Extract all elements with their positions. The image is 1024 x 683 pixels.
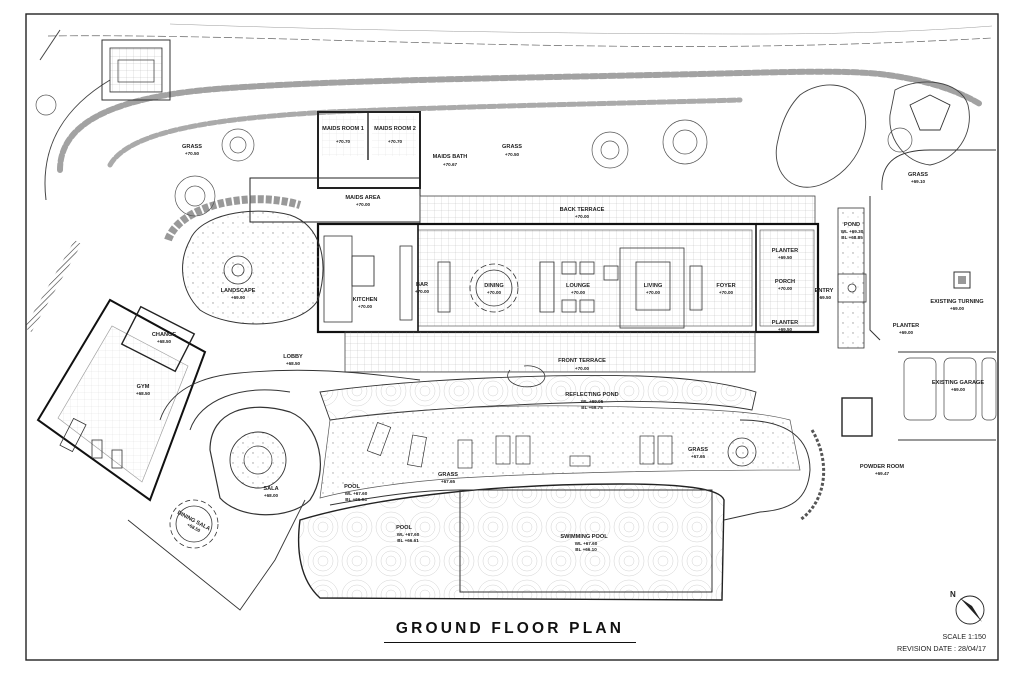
level-front-terrace: +70.00 bbox=[575, 366, 590, 371]
level-planter-top: +69.50 bbox=[778, 255, 793, 260]
level-gym: +68.50 bbox=[136, 391, 151, 396]
level-kitchen: +70.00 bbox=[358, 304, 373, 309]
label-reflecting-pond: REFLECTING POND bbox=[565, 392, 618, 398]
label-maids-room-1: MAIDS ROOM 1 bbox=[322, 126, 364, 132]
label-landscape: LANDSCAPE bbox=[221, 288, 256, 294]
level-grass-nw: +70.50 bbox=[185, 151, 200, 156]
level-dining-sala: +68.50 bbox=[186, 522, 201, 533]
level-foyer: +70.00 bbox=[719, 290, 734, 295]
label-grass-n: GRASS bbox=[502, 144, 522, 150]
sala-pavilion bbox=[189, 389, 321, 516]
label-pond: POND bbox=[844, 222, 860, 228]
garden-fountain bbox=[727, 437, 757, 467]
level-bar: +70.00 bbox=[415, 289, 430, 294]
north-label: N bbox=[950, 590, 956, 599]
label-maids-bath: MAIDS BATH bbox=[433, 154, 468, 160]
label-existing-turning: EXISTING TURNING bbox=[930, 299, 983, 305]
level-landscape: +69.90 bbox=[231, 295, 246, 300]
pool-upper-water-level: WL +67.60 bbox=[345, 491, 368, 496]
level-entry: +69.50 bbox=[817, 295, 832, 300]
north-arrow-icon bbox=[955, 595, 985, 625]
level-planter-east: +69.00 bbox=[899, 330, 914, 335]
reflecting-pond-water-level: WL +69.95 bbox=[581, 399, 604, 404]
swimming-pool-bottom-level: BL +66.10 bbox=[575, 547, 597, 552]
landscape-courtyard bbox=[164, 195, 324, 325]
level-back-terrace: +70.00 bbox=[575, 214, 590, 219]
level-planter-bottom: +69.50 bbox=[778, 327, 793, 332]
level-maids-bath: +70.67 bbox=[443, 162, 458, 167]
label-swimming-pool: SWIMMING POOL bbox=[560, 534, 608, 540]
swimming-pool bbox=[297, 419, 826, 601]
main-house bbox=[249, 111, 820, 373]
label-change: CHANGE bbox=[152, 332, 177, 338]
label-planter-top: PLANTER bbox=[772, 248, 798, 254]
drawing-border bbox=[25, 13, 999, 661]
label-bar: BAR bbox=[416, 282, 428, 288]
label-foyer: FOYER bbox=[716, 283, 735, 289]
level-existing-garage: +69.00 bbox=[951, 387, 966, 392]
label-gym: GYM bbox=[137, 384, 150, 390]
label-front-terrace: FRONT TERRACE bbox=[558, 358, 606, 364]
level-grass-ne: +69.10 bbox=[911, 179, 926, 184]
label-sala: SALA bbox=[263, 486, 278, 492]
lounge-furniture bbox=[539, 261, 595, 313]
level-maids-room-2: +70.70 bbox=[388, 139, 403, 144]
level-living: +70.00 bbox=[646, 290, 661, 295]
label-back-terrace: BACK TERRACE bbox=[560, 207, 605, 213]
pool-lower-water-level: WL +67.60 bbox=[397, 532, 420, 537]
level-lobby: +68.50 bbox=[286, 361, 301, 366]
level-change: +68.50 bbox=[157, 339, 172, 344]
dining-table bbox=[437, 261, 519, 313]
label-grass-se: GRASS bbox=[688, 447, 708, 453]
label-living: LIVING bbox=[644, 283, 663, 289]
room-labels: GRASS +70.50 GRASS +70.50 GRASS +69.10 M… bbox=[136, 126, 984, 552]
gym-building bbox=[36, 298, 207, 502]
label-pool-lower: POOL bbox=[396, 525, 412, 531]
label-existing-garage: EXISTING GARAGE bbox=[932, 380, 984, 386]
level-porch: +70.00 bbox=[778, 286, 793, 291]
swimming-pool-water-level: WL +67.60 bbox=[575, 541, 598, 546]
label-planter-east: PLANTER bbox=[893, 323, 919, 329]
drawing-scale: SCALE 1:150 bbox=[942, 632, 986, 641]
label-maids-area: MAIDS AREA bbox=[345, 195, 380, 201]
label-entry: ENTRY bbox=[815, 288, 834, 294]
sun-loungers bbox=[366, 422, 673, 469]
label-grass-pool: GRASS bbox=[438, 472, 458, 478]
label-grass-ne: GRASS bbox=[908, 172, 928, 178]
label-powder-room: POWDER ROOM bbox=[860, 464, 904, 470]
label-porch: PORCH bbox=[775, 279, 795, 285]
revision-date: REVISION DATE : 28/04/17 bbox=[897, 644, 986, 653]
level-grass-n: +70.50 bbox=[505, 152, 520, 157]
pool-upper-bottom-level: BL +66.94 bbox=[345, 497, 367, 502]
level-grass-se: +67.65 bbox=[691, 454, 706, 459]
label-grass-nw: GRASS bbox=[182, 144, 202, 150]
pond-water-level: WL +69.30 bbox=[841, 229, 864, 234]
title-underline bbox=[384, 642, 636, 643]
level-existing-turning: +69.00 bbox=[950, 306, 965, 311]
label-dining: DINING bbox=[484, 283, 504, 289]
label-lobby: LOBBY bbox=[283, 354, 303, 360]
label-pool-upper: POOL bbox=[344, 484, 360, 490]
dining-sala bbox=[169, 499, 219, 549]
level-sala: +68.00 bbox=[264, 493, 279, 498]
reflecting-pond-bottom-level: BL +69.75 bbox=[581, 405, 603, 410]
living-furniture bbox=[603, 247, 703, 329]
pool-lower-bottom-level: BL +66.61 bbox=[397, 538, 419, 543]
level-lounge: +70.00 bbox=[571, 290, 586, 295]
label-maids-room-2: MAIDS ROOM 2 bbox=[374, 126, 416, 132]
nw-pavilion bbox=[101, 39, 171, 101]
level-dining: +70.00 bbox=[487, 290, 502, 295]
level-maids-area: +70.00 bbox=[356, 202, 371, 207]
level-grass-pool: +67.65 bbox=[441, 479, 456, 484]
level-maids-room-1: +70.70 bbox=[336, 139, 351, 144]
east-side bbox=[837, 149, 997, 441]
label-planter-bottom: PLANTER bbox=[772, 320, 798, 326]
pond-bottom-level: BL +68.85 bbox=[841, 235, 863, 240]
label-kitchen: KITCHEN bbox=[353, 297, 378, 303]
label-lounge: LOUNGE bbox=[566, 283, 590, 289]
level-powder-room: +69.47 bbox=[875, 471, 890, 476]
drawing-title: GROUND FLOOR PLAN bbox=[395, 620, 625, 637]
